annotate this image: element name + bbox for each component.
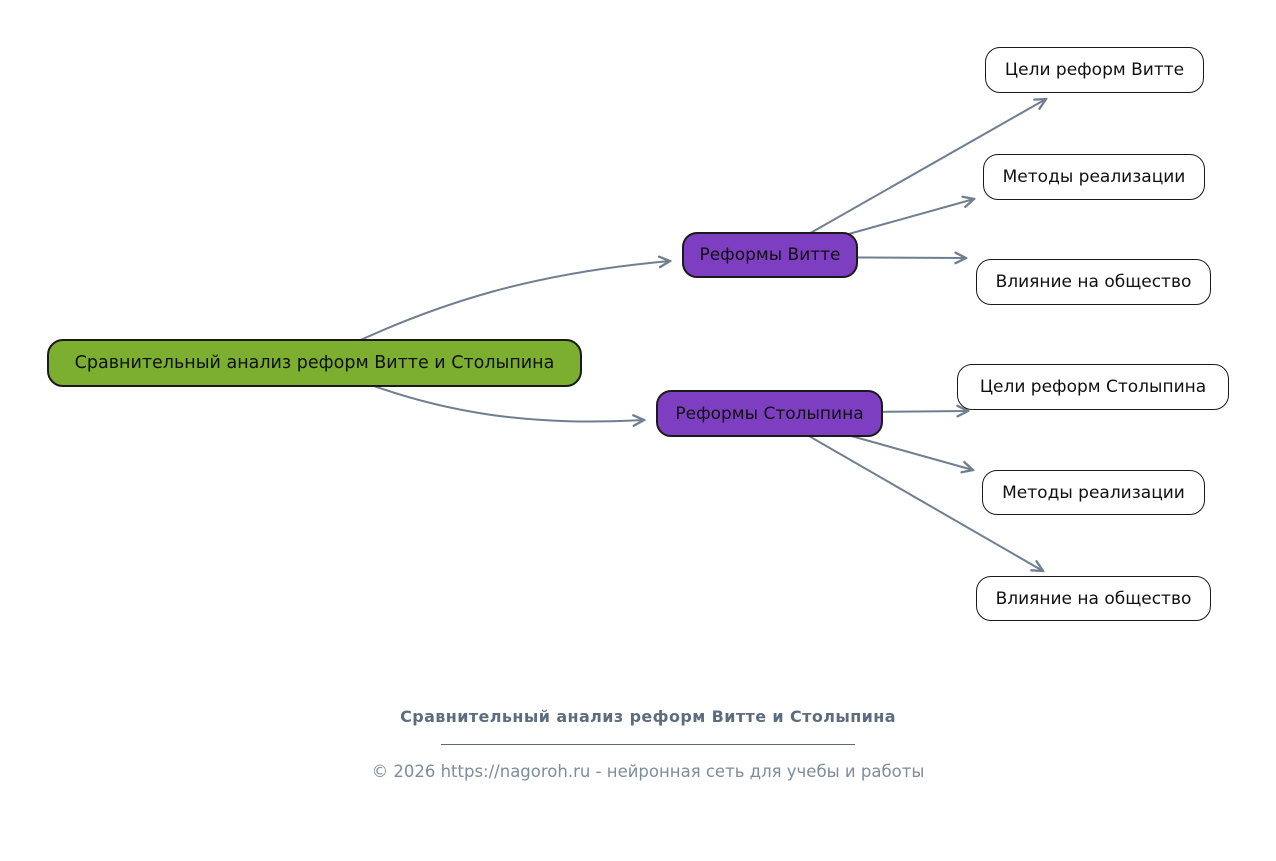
leaf-node-vitte-society: Влияние на общество xyxy=(976,259,1211,305)
edge-root-to-vitte xyxy=(314,261,670,363)
leaf-node-stolypin-goals: Цели реформ Столыпина xyxy=(957,364,1229,410)
leaf-node-label: Методы реализации xyxy=(1002,167,1186,187)
leaf-node-vitte-methods: Методы реализации xyxy=(983,154,1205,200)
edge-vitte-to-goals xyxy=(769,99,1046,257)
branch-node-vitte-label: Реформы Витте xyxy=(699,245,841,265)
edge-stolypin-to-society xyxy=(768,412,1043,571)
branch-node-vitte: Реформы Витте xyxy=(682,232,858,278)
leaf-node-stolypin-methods: Методы реализации xyxy=(982,470,1205,515)
leaf-node-label: Влияние на общество xyxy=(995,272,1192,292)
root-node: Сравнительный анализ реформ Витте и Стол… xyxy=(47,339,582,387)
branch-node-stolypin: Реформы Столыпина xyxy=(656,390,883,437)
leaf-node-label: Методы реализации xyxy=(1002,482,1185,503)
branch-node-stolypin-label: Реформы Столыпина xyxy=(675,403,864,424)
footer-title: Сравнительный анализ реформ Витте и Стол… xyxy=(400,707,896,726)
leaf-node-label: Влияние на общество xyxy=(995,588,1192,609)
footer-copyright: © 2026 https://nagoroh.ru - нейронная се… xyxy=(371,762,925,781)
root-node-label: Сравнительный анализ реформ Витте и Стол… xyxy=(74,353,555,373)
leaf-node-label: Цели реформ Витте xyxy=(1004,60,1185,80)
leaf-node-vitte-goals: Цели реформ Витте xyxy=(985,47,1204,93)
leaf-node-stolypin-society: Влияние на общество xyxy=(976,576,1211,621)
footer: Сравнительный анализ реформ Витте и Стол… xyxy=(5,704,1276,784)
footer-divider xyxy=(441,744,855,745)
leaf-node-label: Цели реформ Столыпина xyxy=(979,377,1207,397)
